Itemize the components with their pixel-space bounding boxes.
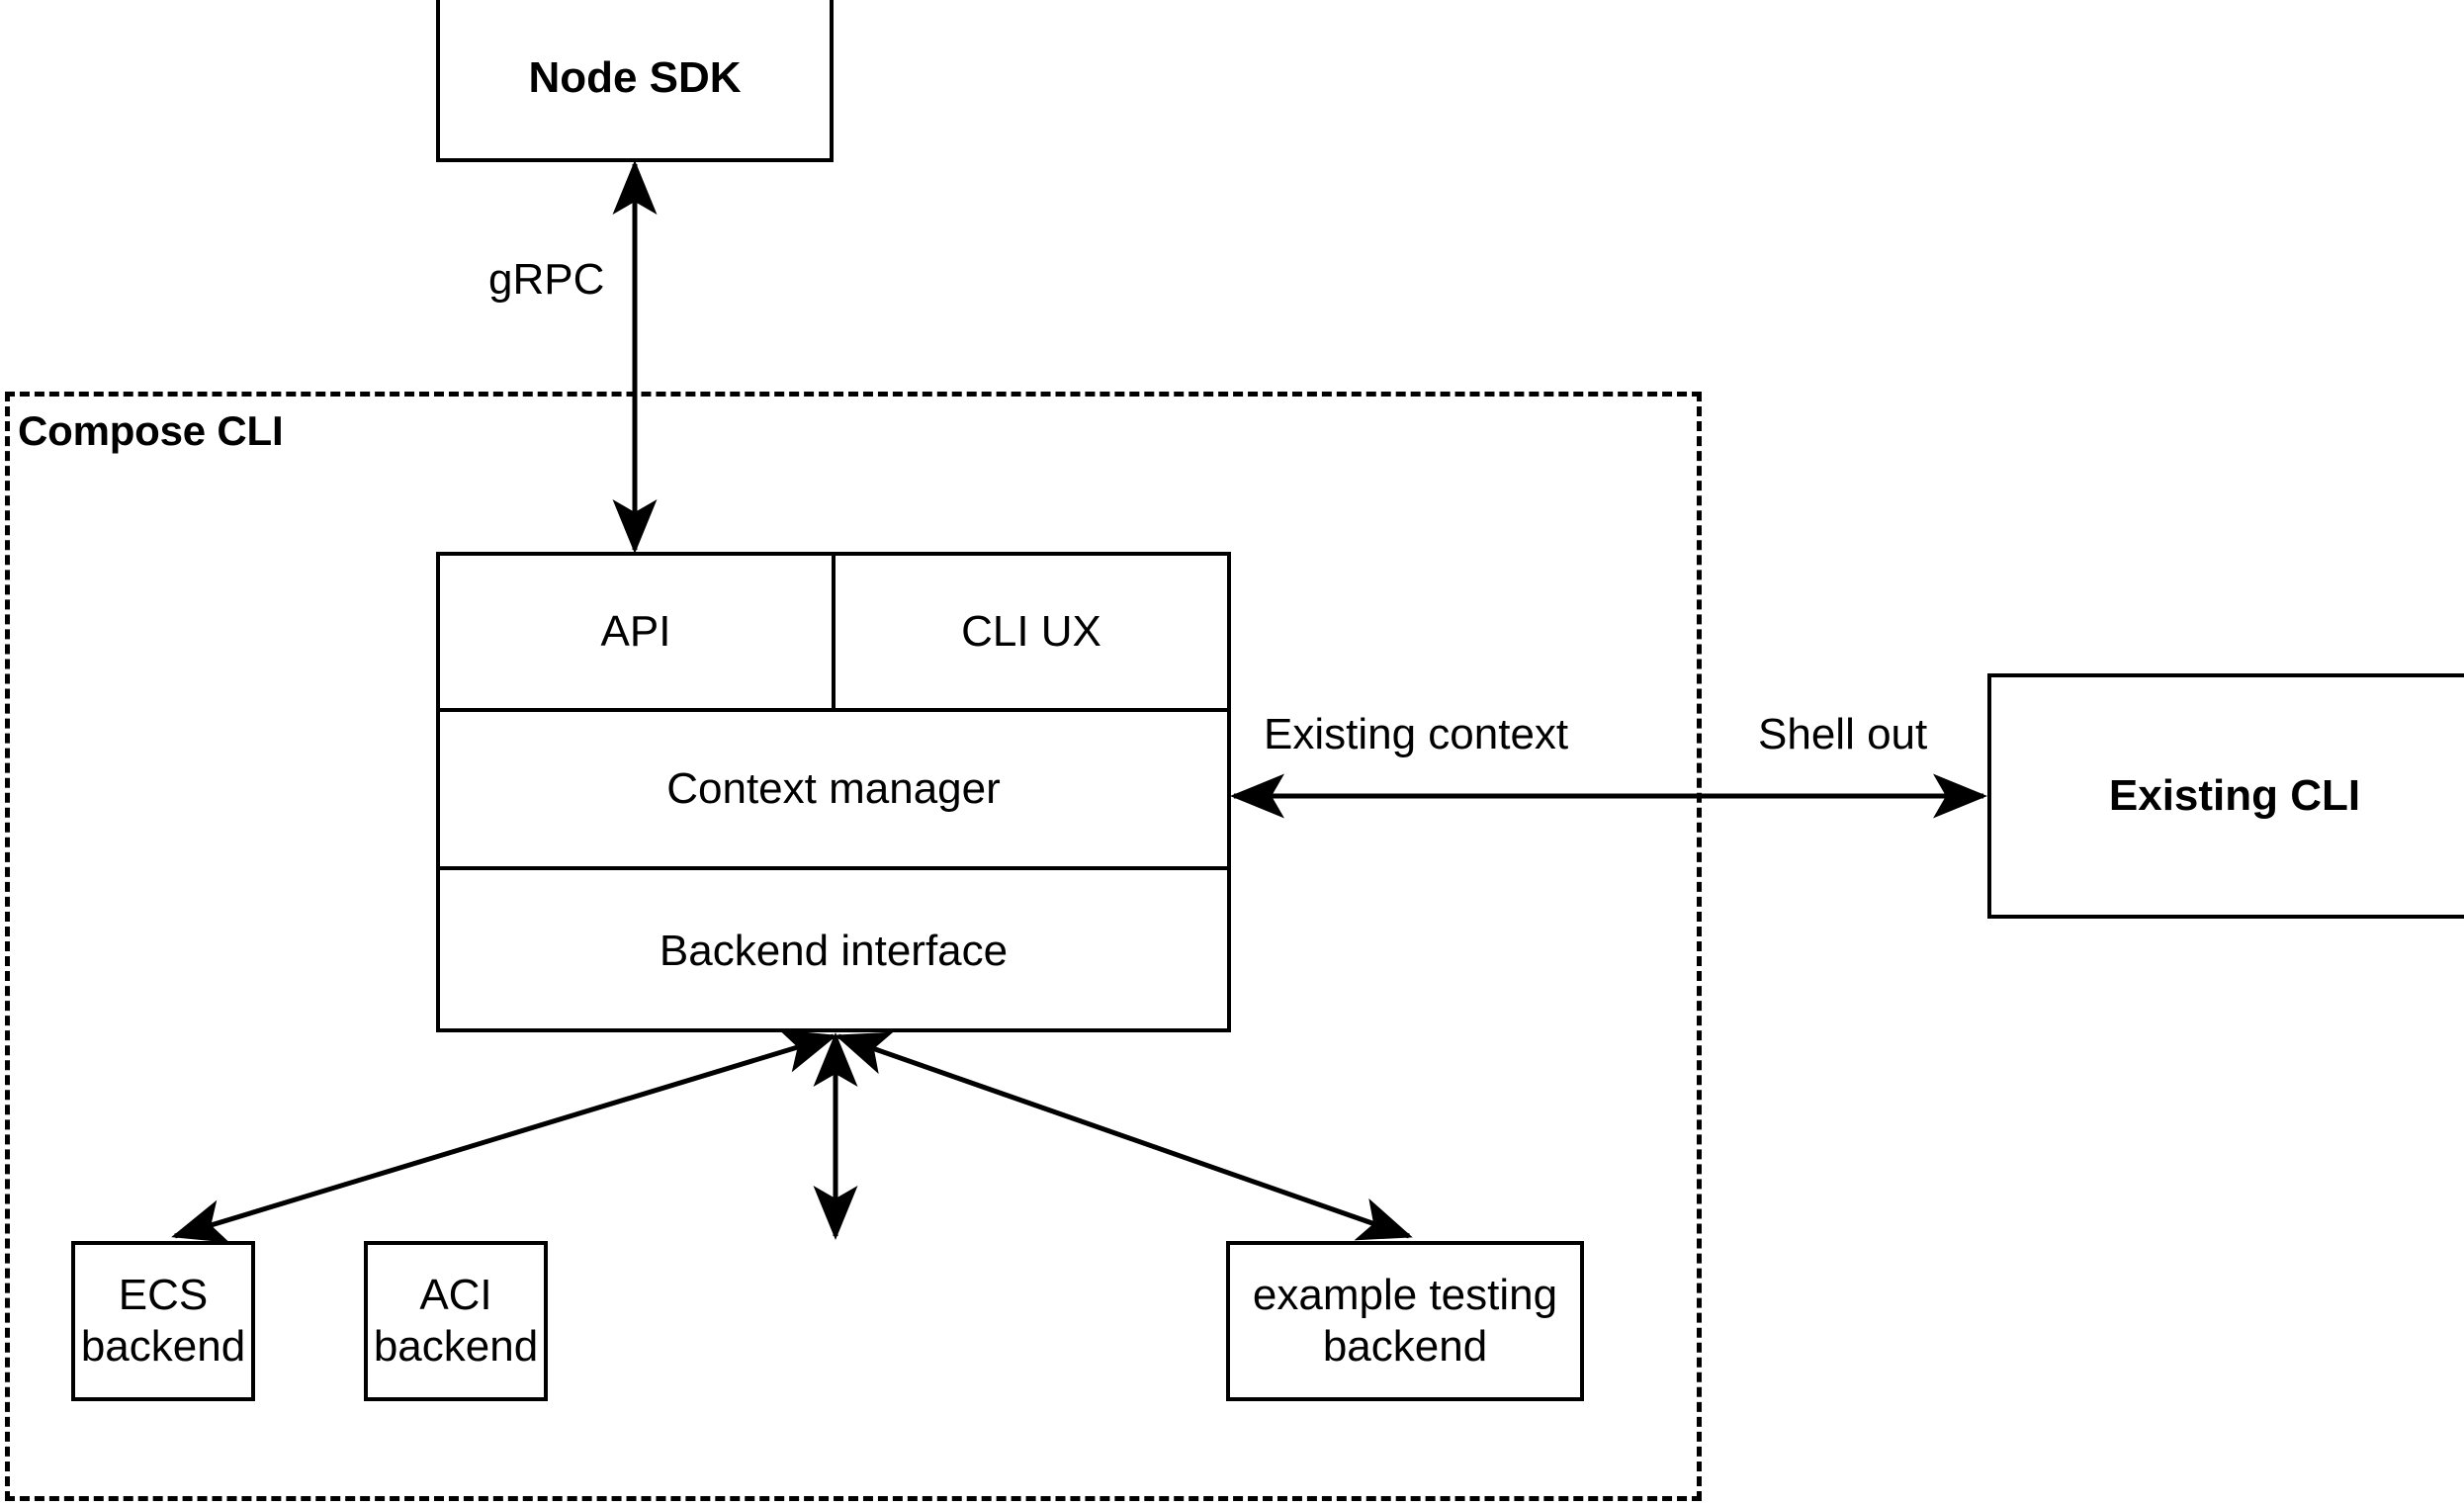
- context-manager-label: Context manager: [666, 764, 1001, 814]
- compose-cli-core-stack: API CLI UX Context manager Backend inter…: [436, 552, 1231, 1032]
- cli-ux-cell[interactable]: CLI UX: [836, 556, 1227, 708]
- context-manager-cell[interactable]: Context manager: [440, 712, 1227, 870]
- ecs-backend-label: ECS backend: [80, 1271, 246, 1371]
- edge-label-existing-context: Existing context: [1264, 710, 1569, 758]
- backend-interface-cell[interactable]: Backend interface: [440, 870, 1227, 1032]
- node-sdk-label: Node SDK: [528, 53, 742, 103]
- ecs-backend-box[interactable]: ECS backend: [71, 1241, 255, 1401]
- example-testing-backend-label: example testing backend: [1252, 1271, 1558, 1371]
- compose-cli-boundary: [5, 392, 1702, 1501]
- cli-ux-label: CLI UX: [961, 607, 1101, 657]
- edge-label-shell-out: Shell out: [1758, 710, 1928, 758]
- existing-cli-label: Existing CLI: [2108, 771, 2361, 821]
- example-testing-backend-box[interactable]: example testing backend: [1226, 1241, 1584, 1401]
- aci-backend-label: ACI backend: [373, 1271, 539, 1371]
- api-cell[interactable]: API: [440, 556, 836, 708]
- node-sdk-box[interactable]: Node SDK: [436, 0, 834, 162]
- core-row-api-cliux: API CLI UX: [440, 556, 1227, 712]
- edge-label-grpc: gRPC: [488, 255, 605, 304]
- api-label: API: [600, 607, 671, 657]
- existing-cli-box[interactable]: Existing CLI: [1987, 673, 2464, 919]
- backend-interface-label: Backend interface: [659, 927, 1009, 976]
- aci-backend-box[interactable]: ACI backend: [364, 1241, 548, 1401]
- compose-cli-group-label: Compose CLI: [18, 407, 284, 454]
